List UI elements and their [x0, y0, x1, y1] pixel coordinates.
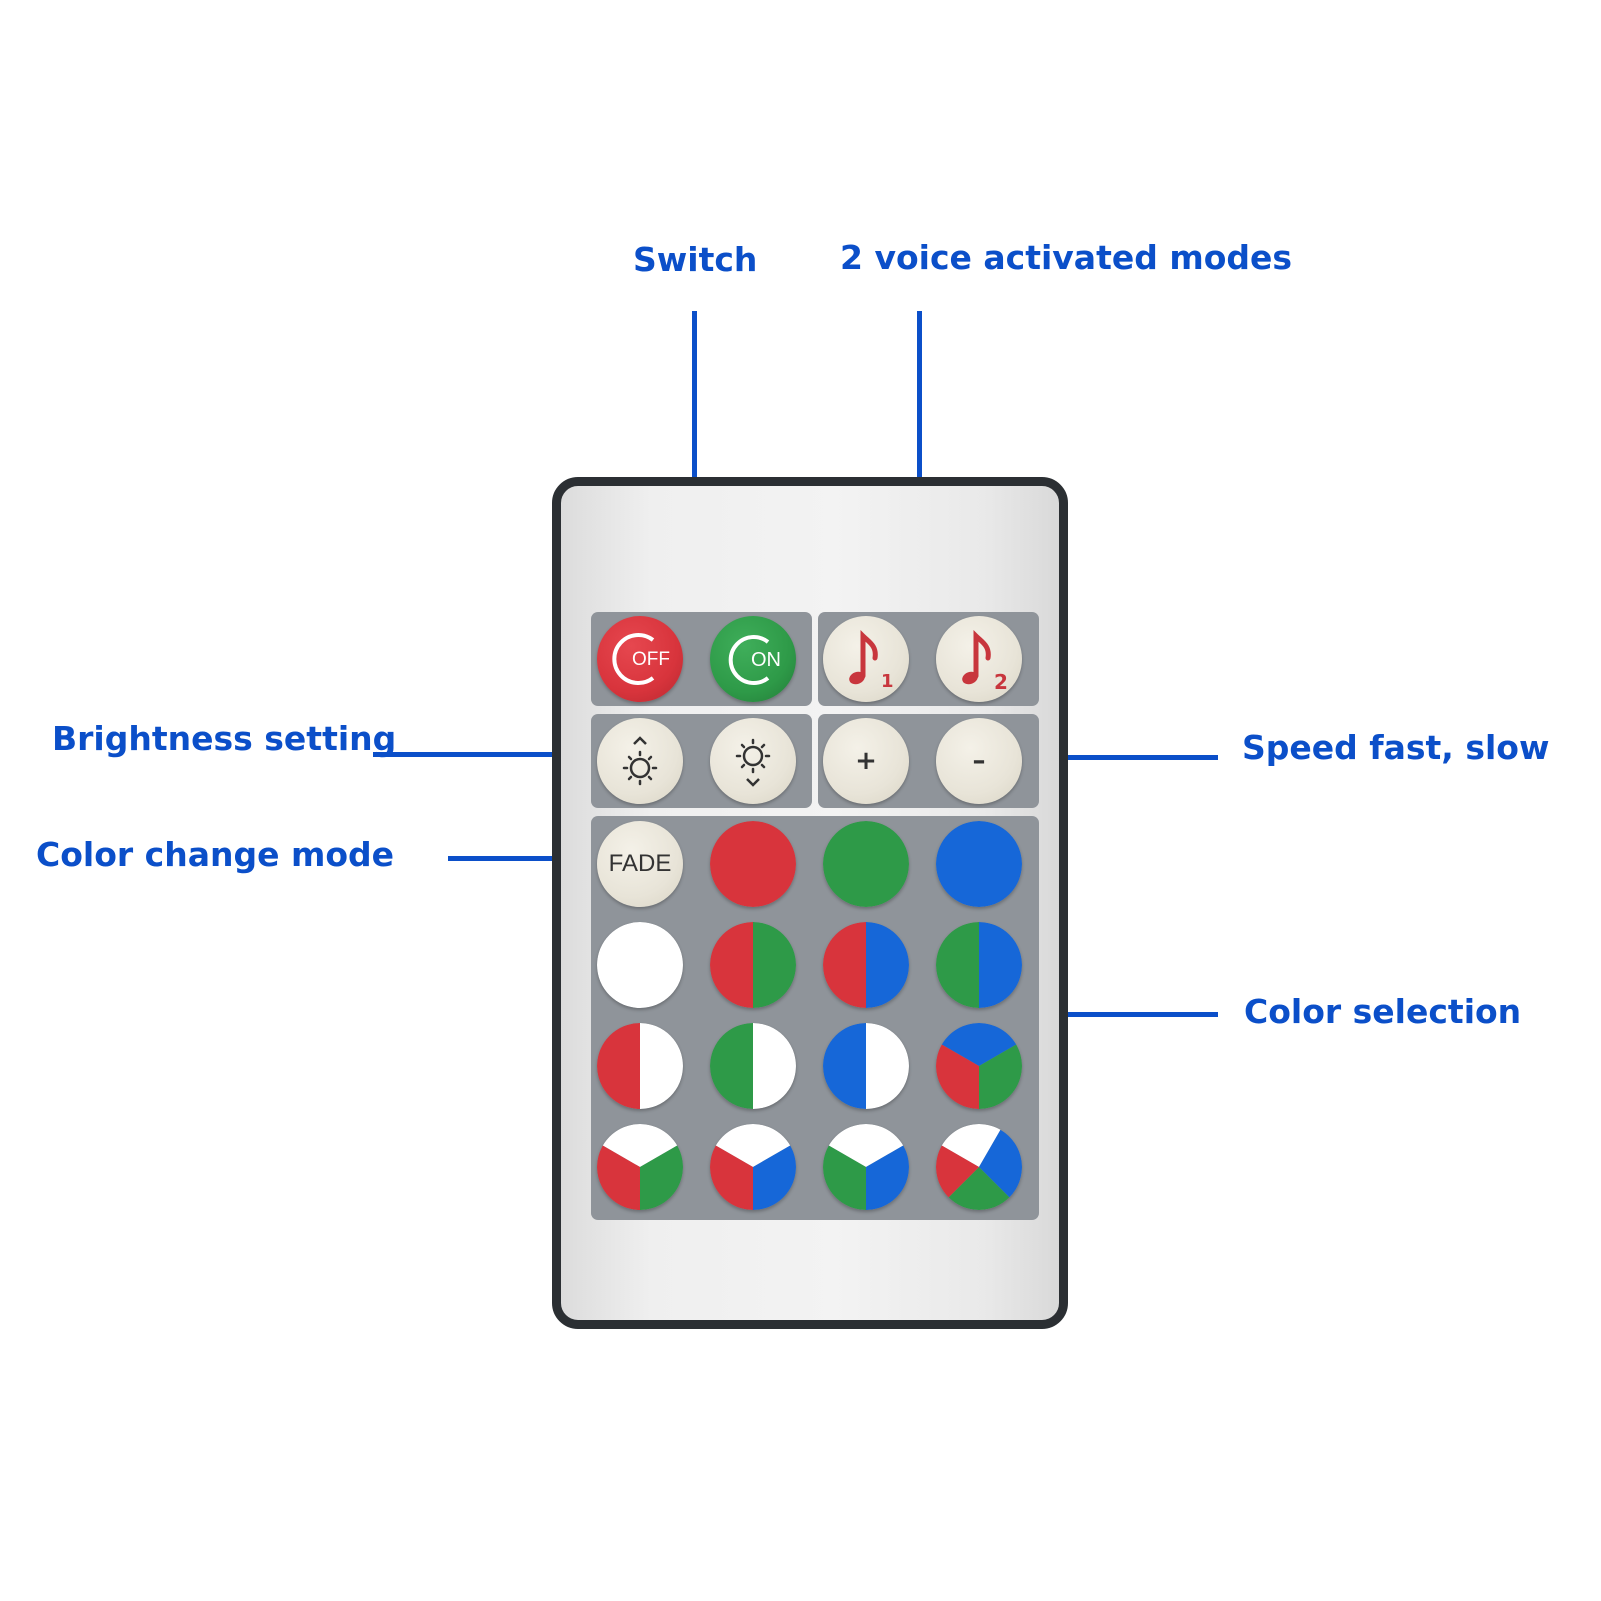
power-icon: OFF: [612, 633, 670, 685]
color-selection-label: Color selection: [1244, 992, 1522, 1031]
color-button-green-blue[interactable]: [936, 922, 1022, 1008]
music-mode-1-button[interactable]: 1: [823, 616, 909, 702]
speed-label: Speed fast, slow: [1242, 728, 1550, 767]
color-swatch: [597, 1124, 683, 1210]
fade-label: FADE: [608, 850, 672, 877]
color-swatch: [823, 821, 909, 907]
color-segment: [597, 922, 683, 1008]
color-segment: [866, 1145, 909, 1210]
color-swatch: [936, 922, 1022, 1008]
color-segment: [823, 1023, 866, 1109]
music-mode-2-button[interactable]: 2: [936, 616, 1022, 702]
color-segment: [941, 1023, 1017, 1066]
color-segment: [866, 1023, 909, 1109]
music-2-number: 2: [994, 670, 1008, 694]
color-change-leader-line: [448, 856, 593, 861]
voice-modes-label: 2 voice activated modes: [840, 238, 1293, 277]
speed-down-button[interactable]: –: [936, 718, 1022, 804]
color-button-green-white[interactable]: [710, 1023, 796, 1109]
color-segment: [753, 1023, 796, 1109]
color-segment: [823, 1145, 866, 1210]
switch-leader-line: [692, 311, 697, 636]
color-segment: [597, 1145, 640, 1210]
color-segment: [823, 922, 866, 1008]
brightness-leader-line: [373, 752, 593, 757]
color-segment: [753, 922, 796, 1008]
brightness-label: Brightness setting: [52, 719, 397, 758]
music-note-icon: 1: [849, 629, 894, 692]
color-swatch: [597, 1023, 683, 1109]
fade-button[interactable]: FADE: [597, 821, 683, 907]
voice-modes-leader-line: [917, 311, 922, 636]
off-button[interactable]: OFF: [597, 616, 683, 702]
color-change-label: Color change mode: [36, 835, 395, 874]
color-segment: [823, 821, 909, 907]
color-segment: [710, 1023, 753, 1109]
color-segment: [936, 1145, 979, 1198]
remote-control: OFF ON 1 2: [552, 477, 1068, 1329]
color-segment: [936, 1044, 979, 1109]
color-segment: [936, 922, 979, 1008]
color-swatch: [823, 1124, 909, 1210]
speed-up-button[interactable]: +: [823, 718, 909, 804]
color-swatch: [710, 1124, 796, 1210]
color-swatch: [710, 1023, 796, 1109]
color-segment: [936, 821, 1022, 907]
color-swatch: [936, 1124, 1022, 1210]
color-selection-leader-line: [1028, 1012, 1218, 1017]
music-note-icon: 2: [962, 629, 1008, 694]
color-segment: [828, 1124, 904, 1167]
switch-label: Switch: [633, 240, 758, 279]
color-segment: [710, 1145, 753, 1210]
color-button-white[interactable]: [597, 922, 683, 1008]
plus-icon: +: [855, 746, 877, 776]
color-button-blue-white[interactable]: [823, 1023, 909, 1109]
color-button-green[interactable]: [823, 821, 909, 907]
color-swatch: [597, 922, 683, 1008]
color-segment: [979, 922, 1022, 1008]
on-label: ON: [751, 649, 781, 671]
music-1-number: 1: [881, 671, 894, 692]
color-segment: [640, 1023, 683, 1109]
color-segment: [715, 1124, 791, 1167]
color-button-red[interactable]: [710, 821, 796, 907]
off-label: OFF: [632, 649, 670, 670]
speed-leader-line: [1022, 755, 1218, 760]
color-segment: [640, 1145, 683, 1210]
on-button[interactable]: ON: [710, 616, 796, 702]
color-button-red-white[interactable]: [597, 1023, 683, 1109]
brightness-up-button[interactable]: [597, 718, 683, 804]
color-segment: [597, 1023, 640, 1109]
color-button-white-blue-red[interactable]: [710, 1124, 796, 1210]
minus-icon: –: [972, 746, 986, 776]
color-segment: [979, 1129, 1022, 1198]
power-icon: ON: [728, 635, 781, 685]
color-segment: [602, 1124, 678, 1167]
color-button-white-blue-green-red[interactable]: [936, 1124, 1022, 1210]
color-swatch: [936, 821, 1022, 907]
sun-up-icon: [622, 736, 658, 786]
color-segment: [866, 922, 909, 1008]
color-button-blue-green-red[interactable]: [936, 1023, 1022, 1109]
color-swatch: [823, 1023, 909, 1109]
color-button-white-blue-green[interactable]: [823, 1124, 909, 1210]
color-segment: [753, 1145, 796, 1210]
color-button-blue[interactable]: [936, 821, 1022, 907]
color-swatch: [710, 922, 796, 1008]
color-swatch: [823, 922, 909, 1008]
color-segment: [710, 821, 796, 907]
color-segment: [948, 1167, 1010, 1210]
color-button-red-green[interactable]: [710, 922, 796, 1008]
sun-down-icon: [735, 738, 771, 787]
color-segment: [979, 1044, 1022, 1109]
color-swatch: [710, 821, 796, 907]
color-button-white-green-red[interactable]: [597, 1124, 683, 1210]
color-segment: [941, 1124, 1001, 1167]
brightness-down-button[interactable]: [710, 718, 796, 804]
color-segment: [710, 922, 753, 1008]
color-button-red-blue[interactable]: [823, 922, 909, 1008]
color-swatch: [936, 1023, 1022, 1109]
